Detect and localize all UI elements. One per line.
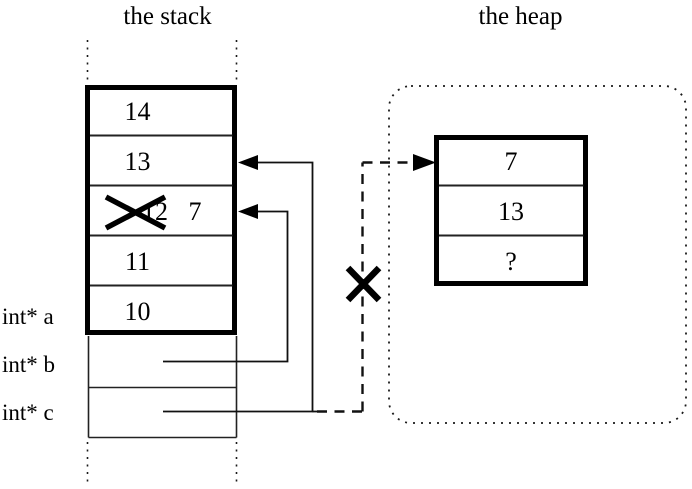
pointer-b-arrow bbox=[163, 210, 289, 363]
stack-cell-value-11: 11 bbox=[124, 246, 151, 276]
pointer-c-arrowhead bbox=[238, 155, 258, 170]
heap-block-box bbox=[434, 135, 588, 286]
stack-cell-value-10: 10 bbox=[124, 296, 151, 326]
stack-cell-value-13: 13 bbox=[124, 146, 151, 176]
stack-frame-box bbox=[85, 85, 237, 335]
stack-cell-new-value-7: 7 bbox=[188, 196, 202, 226]
stack-cell-dividers bbox=[90, 134, 233, 287]
stack-dotted-extent-lines bbox=[86, 40, 238, 487]
heap-cell-value-unknown: ? bbox=[505, 246, 517, 276]
dangling-pointer-arrowhead bbox=[413, 154, 436, 171]
pointer-b-arrowhead bbox=[238, 204, 258, 219]
heap-region-dotted-outline bbox=[388, 85, 687, 424]
stack-pointer-cells-outline bbox=[87, 336, 238, 439]
cross-out-x-dangling-pointer bbox=[345, 265, 382, 303]
pointer-c-arrow bbox=[163, 161, 317, 413]
stack-cell-old-value-12: 12 bbox=[142, 196, 168, 226]
cross-out-x-stack-value-12 bbox=[104, 194, 167, 231]
stack-title: the stack bbox=[123, 3, 212, 30]
heap-cell-value-13: 13 bbox=[498, 196, 524, 226]
heap-cell-dividers bbox=[439, 184, 584, 237]
heap-title: the heap bbox=[478, 3, 563, 30]
stack-cell-value-14: 14 bbox=[124, 96, 151, 126]
pointer-label-c: int* c bbox=[2, 400, 54, 425]
heap-cell-value-7: 7 bbox=[504, 146, 518, 176]
pointer-label-a: int* a bbox=[2, 304, 54, 329]
pointer-label-b: int* b bbox=[2, 352, 56, 377]
